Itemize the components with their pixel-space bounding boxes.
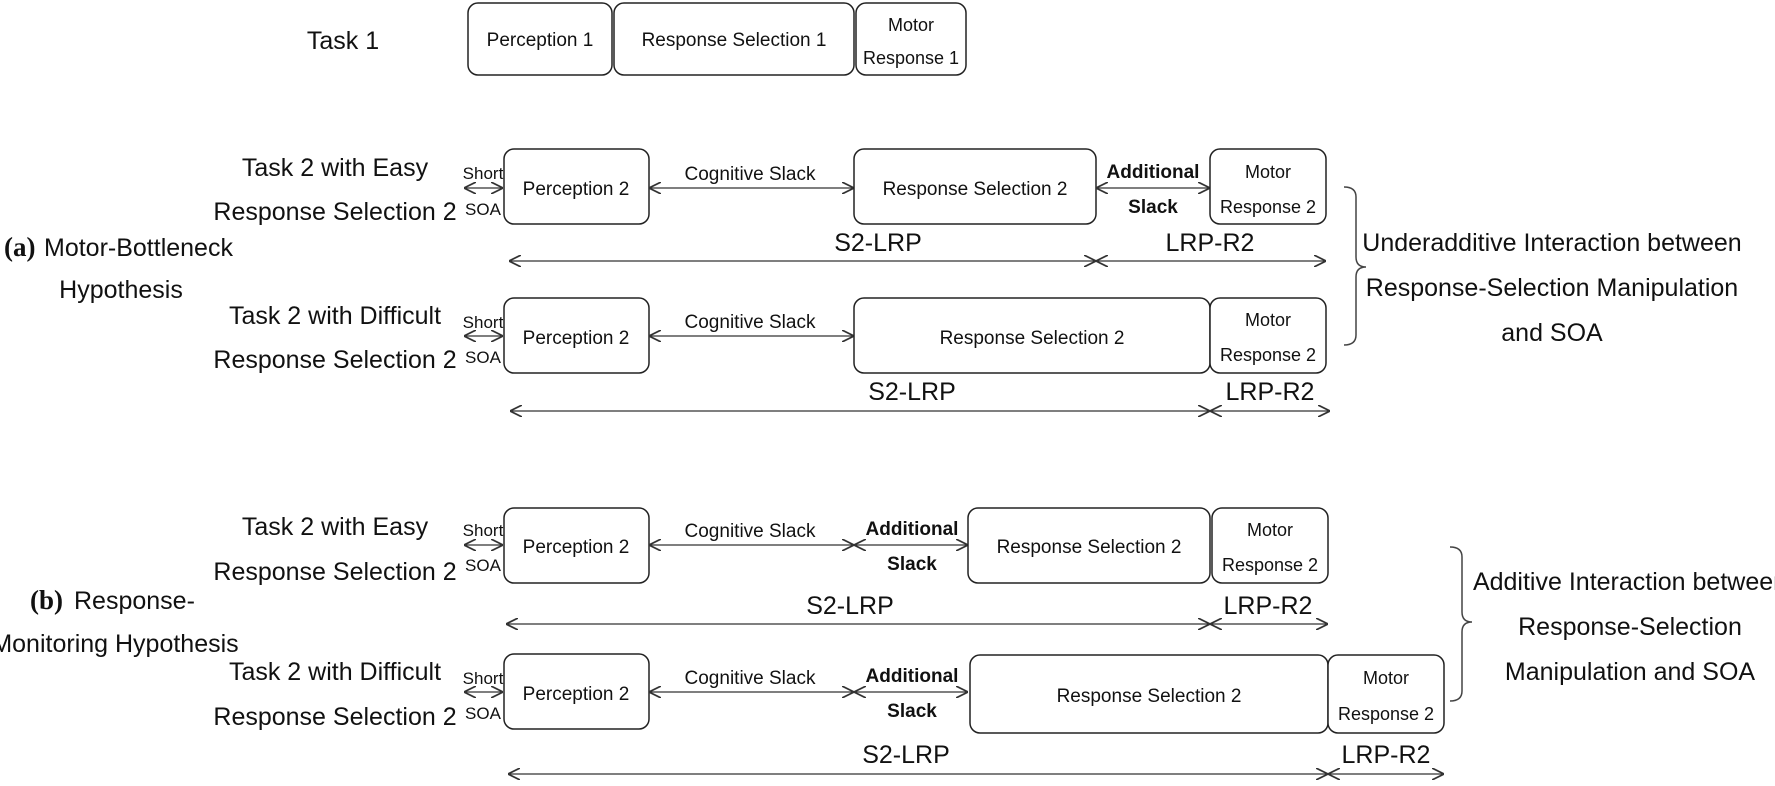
panel-b: (b) Response- Monitoring Hypothesis Task…: [0, 507, 1775, 774]
panel-a-title-2: Hypothesis: [59, 276, 183, 304]
response-selection2-label: Response Selection 2: [883, 179, 1068, 200]
task1-label: Task 1: [307, 27, 379, 55]
s2-lrp-label: S2-LRP: [806, 592, 894, 620]
motor-response2-box: [1327, 654, 1445, 734]
task1-response-selection-label: Response Selection 1: [642, 30, 827, 51]
task1-row: Task 1 Perception 1 Response Selection 1…: [307, 2, 967, 76]
panel-a-conclusion-3: and SOA: [1501, 319, 1603, 347]
panel-b-title-1: Response-: [74, 587, 195, 615]
panel-a-conclusion-2: Response-Selection Manipulation: [1366, 274, 1738, 302]
s2-lrp-label: S2-LRP: [868, 378, 956, 406]
response-selection2-box: [967, 507, 1211, 584]
row-label-line2: Response Selection 2: [213, 558, 456, 586]
panel-a-difficult-row: Task 2 with Difficult Response Selection…: [213, 297, 1330, 411]
motor-label-1: Motor: [1245, 162, 1291, 182]
panel-b-letter: (b): [30, 585, 63, 615]
panel-a-easy-row: Task 2 with Easy Response Selection 2 Sh…: [213, 148, 1327, 261]
lrp-r2-label: LRP-R2: [1342, 741, 1431, 769]
row-label-line1: Task 2 with Easy: [242, 154, 429, 182]
motor-label-1: Motor: [1247, 520, 1293, 540]
perception2-label: Perception 2: [523, 684, 630, 705]
panel-b-title-2: Monitoring Hypothesis: [0, 630, 239, 658]
task1-response-selection-box: [613, 2, 855, 76]
panel-b-easy-row: Task 2 with Easy Response Selection 2 Sh…: [213, 507, 1329, 624]
motor-label-1: Motor: [1363, 668, 1409, 688]
task1-motor-label-2: Response 1: [863, 48, 959, 68]
panel-a: (a) Motor-Bottleneck Hypothesis Task 2 w…: [4, 148, 1742, 411]
cognitive-slack-label: Cognitive Slack: [685, 312, 816, 333]
panel-a-brace: [1343, 186, 1367, 346]
soa-label: SOA: [465, 200, 502, 219]
soa-label: SOA: [465, 704, 502, 723]
panel-b-difficult-row: Task 2 with Difficult Response Selection…: [213, 653, 1445, 774]
perception2-label: Perception 2: [523, 328, 630, 349]
response-selection2-label: Response Selection 2: [940, 328, 1125, 349]
row-label-line1: Task 2 with Easy: [242, 513, 429, 541]
short-label: Short: [463, 521, 504, 540]
panel-b-conclusion-2: Response-Selection: [1518, 613, 1742, 641]
row-label-line2: Response Selection 2: [213, 346, 456, 374]
motor-label-1: Motor: [1245, 310, 1291, 330]
motor-label-2: Response 2: [1338, 704, 1434, 724]
soa-label: SOA: [465, 348, 502, 367]
additional-slack-label-1: Additional: [866, 666, 959, 687]
cognitive-slack-label: Cognitive Slack: [685, 164, 816, 185]
row-label-line2: Response Selection 2: [213, 198, 456, 226]
panel-b-brace: [1449, 546, 1473, 702]
short-label: Short: [463, 669, 504, 688]
lrp-r2-label: LRP-R2: [1226, 378, 1315, 406]
panel-a-conclusion-1: Underadditive Interaction between: [1362, 229, 1741, 257]
motor-label-2: Response 2: [1220, 345, 1316, 365]
response-selection2-label: Response Selection 2: [997, 537, 1182, 558]
lrp-r2-label: LRP-R2: [1166, 229, 1255, 257]
panel-a-letter: (a): [4, 232, 35, 262]
short-label: Short: [463, 164, 504, 183]
additional-slack-label-2: Slack: [1128, 197, 1178, 218]
motor-label-2: Response 2: [1222, 555, 1318, 575]
s2-lrp-label: S2-LRP: [834, 229, 922, 257]
short-label: Short: [463, 313, 504, 332]
panel-b-conclusion-3: Manipulation and SOA: [1505, 658, 1755, 686]
lrp-r2-label: LRP-R2: [1224, 592, 1313, 620]
additional-slack-label-2: Slack: [887, 554, 937, 575]
task1-motor-label-1: Motor: [888, 15, 934, 35]
soa-label: SOA: [465, 556, 502, 575]
task1-perception-box: [467, 2, 613, 76]
cognitive-slack-label: Cognitive Slack: [685, 668, 816, 689]
panel-b-conclusion-1: Additive Interaction between: [1473, 568, 1775, 596]
response-selection2-label: Response Selection 2: [1057, 686, 1242, 707]
s2-lrp-label: S2-LRP: [862, 741, 950, 769]
motor-response2-box: [1209, 148, 1327, 225]
row-label-line1: Task 2 with Difficult: [229, 658, 441, 686]
perception2-label: Perception 2: [523, 537, 630, 558]
task1-perception-label: Perception 1: [487, 30, 594, 51]
row-label-line2: Response Selection 2: [213, 703, 456, 731]
row-label-line1: Task 2 with Difficult: [229, 302, 441, 330]
motor-response2-box: [1211, 507, 1329, 584]
additional-slack-label-1: Additional: [866, 519, 959, 540]
panel-a-title-1: Motor-Bottleneck: [44, 234, 233, 262]
motor-label-2: Response 2: [1220, 197, 1316, 217]
additional-slack-label-2: Slack: [887, 701, 937, 722]
cognitive-slack-label: Cognitive Slack: [685, 521, 816, 542]
additional-slack-label-1: Additional: [1107, 162, 1200, 183]
perception2-label: Perception 2: [523, 179, 630, 200]
motor-response2-box: [1209, 297, 1327, 374]
task1-motor-box: [855, 2, 967, 76]
